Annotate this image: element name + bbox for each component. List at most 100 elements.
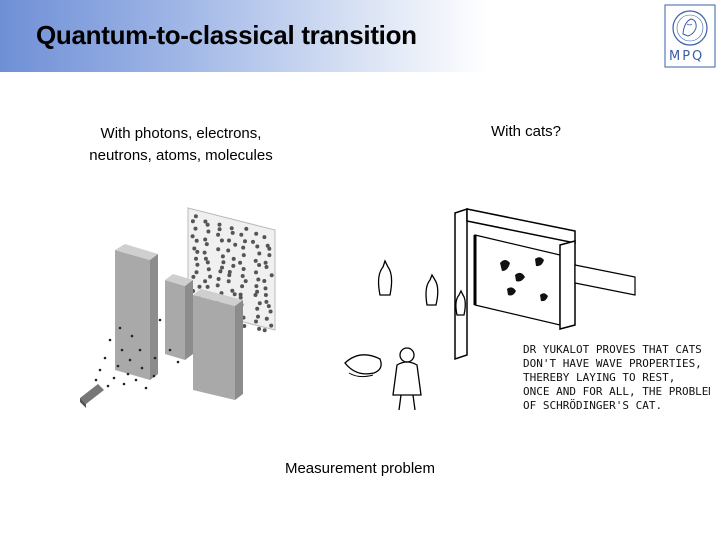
screen-dot [203, 256, 208, 261]
screen-dot [253, 258, 258, 263]
cartoon-caption-line1: DR YUKALOT PROVES THAT CATS [523, 343, 702, 356]
screen-dot [227, 273, 232, 278]
figure-caption: Measurement problem [284, 460, 436, 477]
cartoon-caption-line2: DON'T HAVE WAVE PROPERTIES, [523, 357, 702, 370]
screen-dot [244, 226, 249, 231]
screen-dot [241, 253, 246, 258]
cartoon-caption-line3: THEREBY LAYING TO REST, [523, 371, 675, 384]
screen-dot [219, 291, 224, 296]
mpq-logo-icon [664, 4, 716, 68]
screen-dot [255, 244, 260, 249]
left-label-line2: neutrons, atoms, molecules [89, 147, 273, 164]
screen-dot [262, 235, 267, 240]
screen-dot [257, 263, 262, 267]
screen-dot [220, 254, 225, 259]
screen-dot [227, 270, 232, 274]
screen-dot [269, 323, 274, 328]
screen-dot [254, 270, 258, 275]
screen-dot [190, 219, 195, 224]
screen-dot [203, 237, 208, 242]
screen-dot [232, 292, 237, 297]
screen-dot [215, 283, 220, 288]
screen-dot [254, 319, 258, 324]
screen-dot [217, 227, 222, 232]
screen-dot [205, 222, 210, 227]
screen-dot [203, 279, 208, 284]
screen-dot [233, 242, 238, 247]
screen-dot [238, 260, 243, 265]
screen-dot [241, 267, 246, 271]
screen-dot [227, 238, 231, 243]
left-label-line1: With photons, electrons, [100, 125, 262, 142]
screen-dot [231, 263, 236, 268]
screen-dot [218, 269, 223, 274]
screen-dot [262, 279, 267, 283]
screen-dot [193, 214, 198, 219]
screen-dot [238, 295, 243, 300]
screen-dot [221, 260, 226, 265]
screen-dot [239, 232, 244, 237]
screen-dot [255, 289, 260, 294]
screen-dot [251, 239, 255, 244]
screen-dot [257, 326, 262, 331]
screen-dot [266, 304, 271, 309]
screen-dot [220, 265, 224, 270]
screen-dot [229, 226, 234, 231]
screen-dot [267, 246, 272, 251]
screen-dot [263, 293, 268, 297]
screen-dot [194, 256, 198, 261]
screen-dot [243, 239, 247, 244]
screen-dot [242, 324, 247, 328]
screen-dot [206, 267, 211, 272]
left-label: With photons, electrons, neutrons, atoms… [70, 123, 292, 167]
screen-dot [268, 309, 273, 314]
screen-dot [204, 242, 209, 247]
header-bar [0, 0, 720, 72]
screen-dot [256, 277, 261, 282]
screen-dot [194, 270, 199, 275]
screen-dot [216, 247, 221, 252]
screen-dot [217, 222, 222, 227]
screen-dot [263, 286, 268, 291]
screen-dot [193, 226, 198, 231]
screen-dot [253, 293, 258, 297]
screen-dot [195, 249, 200, 254]
screen-dot [203, 219, 208, 224]
screen-dot [226, 248, 231, 253]
right-label: With cats? [490, 123, 562, 140]
screen-dot [230, 230, 235, 235]
screen-dot [226, 279, 231, 284]
screen-dot [192, 246, 197, 251]
screen-dot [254, 284, 259, 289]
double-slit-illustration [80, 207, 276, 408]
screen-dot [230, 288, 235, 293]
screen-dot [205, 284, 210, 289]
screen-dot [243, 279, 248, 284]
screen-dot [190, 234, 195, 239]
cartoon-caption-line4: ONCE AND FOR ALL, THE PROBLEM [523, 385, 710, 398]
screen-dot [264, 316, 269, 321]
screen-dot [195, 262, 200, 267]
screen-dot [231, 256, 236, 261]
screen-dot [238, 292, 243, 297]
screen-dot [269, 273, 274, 278]
screen-dot [262, 328, 267, 333]
screen-dot [257, 251, 262, 256]
screen-dot [197, 284, 202, 289]
screen-dot [264, 299, 269, 304]
screen-dot [240, 284, 245, 289]
screen-dot [241, 245, 246, 250]
screen-dot [264, 265, 269, 269]
screen-dot [208, 274, 213, 279]
screen-dot [205, 260, 210, 265]
screen-dot [194, 238, 199, 243]
screen-dot [255, 306, 260, 311]
logo-text: MPQ [669, 49, 705, 64]
screen-dot [240, 274, 245, 278]
screen-dot [216, 232, 221, 237]
screen-dot [257, 301, 262, 306]
screen-dot [219, 238, 224, 243]
cartoon-caption-line5: OF SCHRÖDINGER'S CAT. [523, 399, 662, 412]
screen-dot [267, 253, 272, 258]
slide-title: Quantum-to-classical transition [36, 20, 417, 50]
